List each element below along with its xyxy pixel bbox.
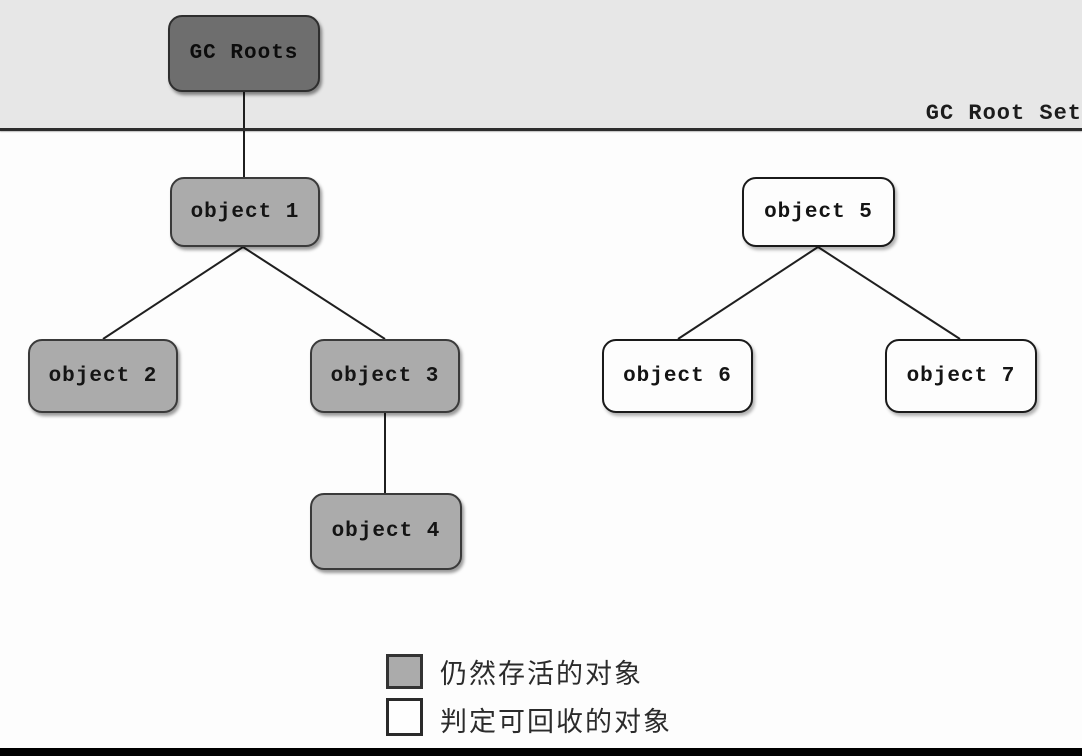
edge-group	[102, 92, 961, 493]
node-object-2: object 2	[28, 339, 178, 413]
legend-label-alive: 仍然存活的对象	[440, 659, 643, 690]
gc-root-set-boundary-line	[0, 128, 1082, 131]
edge-object5-object7	[817, 246, 961, 340]
edge-object1-object3	[242, 246, 386, 340]
node-gc-roots: GC Roots	[168, 15, 320, 92]
legend-swatch-recyclable	[386, 698, 423, 736]
gc-root-set-band	[0, 0, 1082, 129]
gc-root-set-label: GC Root Set	[925, 101, 1082, 126]
edge-object1-object2	[102, 246, 244, 340]
node-object-7: object 7	[885, 339, 1037, 413]
node-object-1: object 1	[170, 177, 320, 247]
node-object-3: object 3	[310, 339, 460, 413]
edge-object5-object6	[677, 246, 819, 340]
node-object-6: object 6	[602, 339, 753, 413]
node-object-5: object 5	[742, 177, 895, 247]
node-object-4: object 4	[310, 493, 462, 570]
legend-label-recyclable: 判定可回收的对象	[440, 707, 672, 738]
bottom-border-bar	[0, 748, 1082, 756]
legend-swatch-alive	[386, 654, 423, 689]
